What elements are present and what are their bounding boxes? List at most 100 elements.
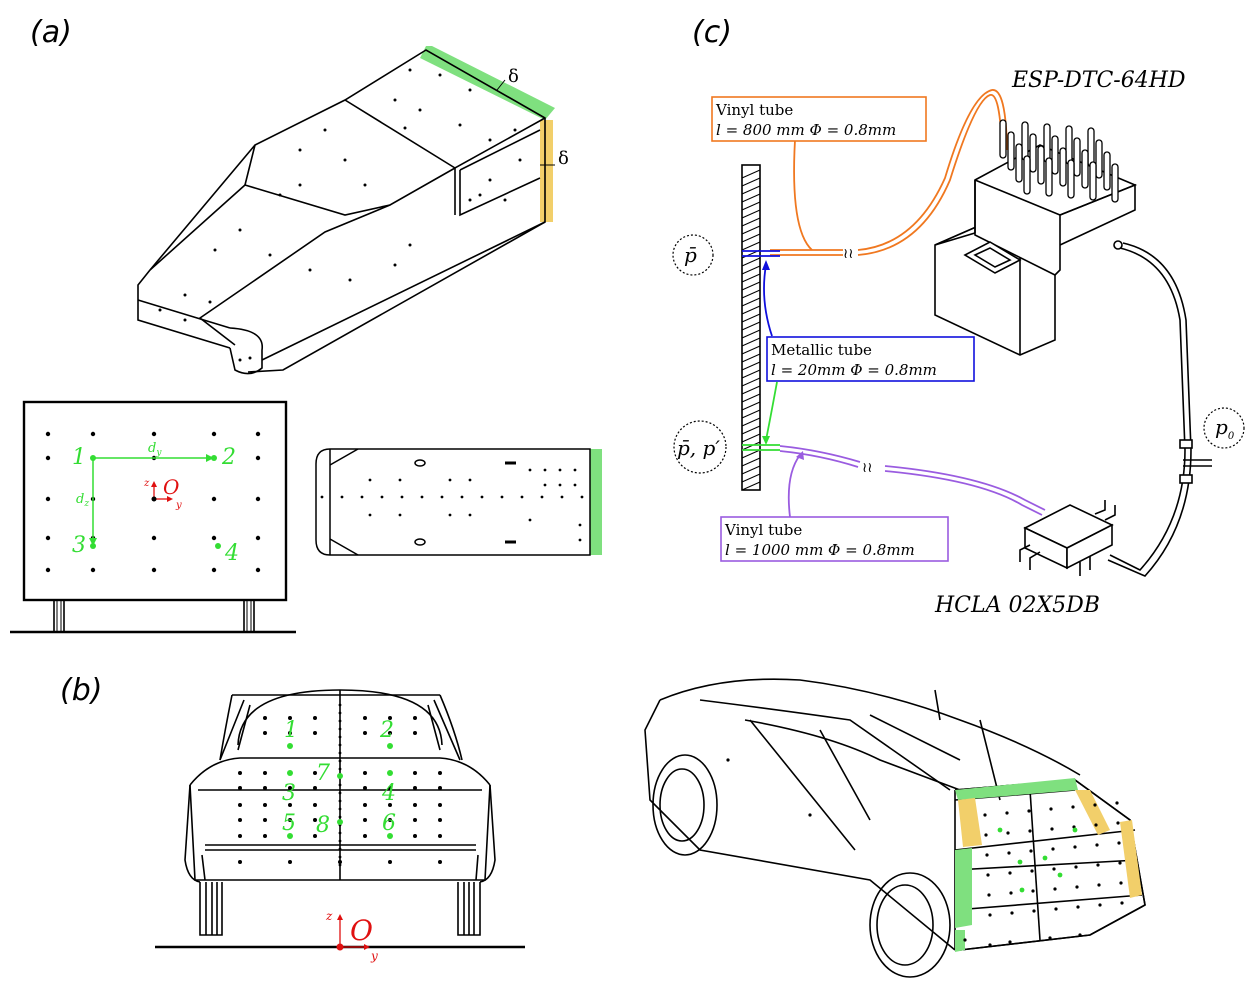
pressure-tap-dot (1071, 805, 1075, 809)
pressure-tap-dot (255, 431, 261, 437)
pressure-tap-dot (45, 567, 51, 573)
scanner-pin (1065, 125, 1073, 165)
panel-label-c: (c) (692, 15, 732, 50)
pressure-tap-dot (255, 496, 261, 502)
pressure-tap-dot (413, 731, 417, 735)
highlighted-tap-dot (1019, 887, 1025, 893)
grid-origin-axes (151, 481, 173, 502)
rear-point-4: 4 (381, 781, 396, 806)
p0-label: p0 (1215, 415, 1235, 442)
pressure-tap-dot (1097, 883, 1101, 887)
vinyl-800-title: Vinyl tube (715, 101, 793, 119)
pressure-tap-dot (1116, 821, 1120, 825)
wall-hatch-line (741, 329, 761, 339)
pressure-tap-dot (438, 860, 442, 864)
pressure-tap-dot (368, 513, 372, 517)
wall-surface (741, 164, 761, 491)
pressure-tap-dot (263, 771, 267, 775)
scanner-pin (999, 119, 1007, 159)
vinyl-1000-spec: l = 1000 mm Φ = 0.8mm (725, 541, 915, 559)
wall-hatch-line (741, 433, 761, 443)
pressure-tap-dot (1006, 831, 1010, 835)
pressure-tap-dot (388, 786, 392, 790)
scanner-pin (1073, 137, 1081, 177)
pbar-pprime-label: p̄, p′ (677, 436, 720, 460)
pressure-tap-dot (45, 496, 51, 502)
green-link-arrow (742, 381, 780, 451)
pressure-tap-dot (560, 495, 564, 499)
pressure-tap-dot (413, 803, 417, 807)
scanner-pin (1111, 163, 1119, 203)
wall-hatch-line (741, 281, 761, 291)
pressure-tap-dot (1030, 869, 1034, 873)
wall-hatch-line (741, 209, 761, 219)
rear-point-6: 6 (382, 811, 396, 836)
pressure-tap-dot (338, 855, 342, 859)
pressure-tap-dot (313, 818, 317, 822)
pressure-tap-dot (985, 853, 989, 857)
grid-origin-label: O (163, 475, 179, 499)
pressure-tap-dot (338, 815, 342, 819)
pressure-tap-dot (151, 431, 157, 437)
pressure-tap-dot (90, 567, 96, 573)
top-view-tap-dots (320, 468, 584, 542)
pressure-tap-dot (580, 495, 584, 499)
rear-point-8: 8 (316, 813, 330, 838)
scanner-pin (1051, 135, 1059, 175)
scanner-pin (1067, 159, 1075, 199)
pressure-tap-dot (1115, 801, 1119, 805)
pressure-tap-dot (363, 716, 367, 720)
wall-hatch-line (741, 337, 761, 347)
scanner-pin (1043, 123, 1051, 163)
pressure-tap-dot (540, 495, 544, 499)
wall-hatch-line (741, 193, 761, 203)
wall-hatch-line (741, 289, 761, 299)
wall-hatch-line (741, 457, 761, 467)
pressure-tap-dot (45, 431, 51, 437)
scanner-pin (1089, 161, 1097, 201)
pressure-tap-dot (528, 468, 532, 472)
dy-label: dy (148, 441, 162, 458)
pressure-tap-dot (255, 455, 261, 461)
pressure-tap-dot (363, 818, 367, 822)
pressure-tap-dot (151, 535, 157, 541)
pressure-tap-dot (288, 803, 292, 807)
pressure-tap-dot (413, 818, 417, 822)
scanner-pin (1087, 127, 1095, 167)
highlighted-tap-dot (387, 743, 393, 749)
scanner-label: ESP-DTC-64HD (1011, 68, 1186, 93)
scanner-pins (999, 119, 1119, 203)
pressure-tap-dot (1008, 940, 1012, 944)
suv-tap-dots (726, 758, 1124, 947)
pressure-tap-dot (363, 834, 367, 838)
pressure-tap-dot (288, 731, 292, 735)
wall-hatch-line (741, 321, 761, 331)
pressure-tap-dot (255, 567, 261, 573)
highlighted-tap-dot (1072, 827, 1078, 833)
pressure-tap-dot (255, 535, 261, 541)
pressure-tap-dot (363, 731, 367, 735)
metallic-spec: l = 20mm Φ = 0.8mm (771, 361, 937, 379)
pressure-tap-dot (988, 913, 992, 917)
highlighted-tap-dot (337, 819, 343, 825)
pressure-tap-dot (338, 783, 342, 787)
pressure-tap-dot (338, 703, 342, 707)
scanner-pin (1095, 139, 1103, 179)
pressure-tap-dot (558, 483, 562, 487)
pressure-tap-dot (1053, 887, 1057, 891)
pressure-tap-dot (45, 455, 51, 461)
rear-origin-axes (336, 914, 370, 951)
rear-axis-z: z (325, 909, 333, 923)
pressure-tap-dot (448, 513, 452, 517)
pressure-tap-dot (1074, 865, 1078, 869)
pressure-tap-dot (313, 731, 317, 735)
pressure-tap-dot (338, 791, 342, 795)
grid-point-1: 1 (72, 445, 86, 470)
pressure-tap-dot (438, 786, 442, 790)
pressure-tap-dot (1117, 841, 1121, 845)
scanner-pin (1023, 155, 1031, 195)
pressure-tap-dot (413, 834, 417, 838)
pressure-tap-dot (558, 468, 562, 472)
pressure-tap-dot (238, 860, 242, 864)
reference-tube (1107, 240, 1212, 577)
